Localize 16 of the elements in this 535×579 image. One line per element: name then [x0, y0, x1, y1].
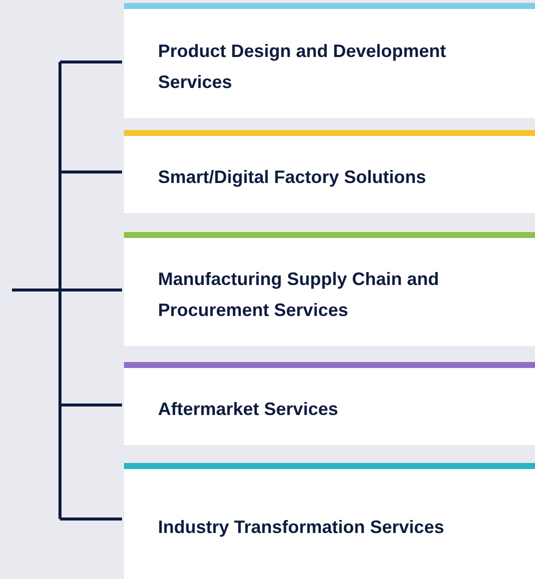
service-card: [124, 362, 535, 445]
bracket-branch: [60, 60, 122, 64]
service-title: Aftermarket Services: [158, 398, 338, 421]
service-title: Industry Transformation Services: [158, 516, 444, 539]
service-card: [124, 232, 535, 346]
service-card: [124, 130, 535, 213]
bracket-branch: [60, 288, 122, 292]
service-title: Product Design and Development Services: [158, 40, 448, 94]
bracket-line: [10, 60, 62, 520]
bracket-branch: [60, 518, 122, 520]
service-card: [124, 3, 535, 118]
bracket-branch: [60, 170, 122, 174]
bracket-branch: [60, 404, 122, 406]
service-card: [124, 463, 535, 579]
service-title: Smart/Digital Factory Solutions: [158, 166, 426, 189]
service-title: Manufacturing Supply Chain and Procurement Services: [158, 268, 440, 322]
